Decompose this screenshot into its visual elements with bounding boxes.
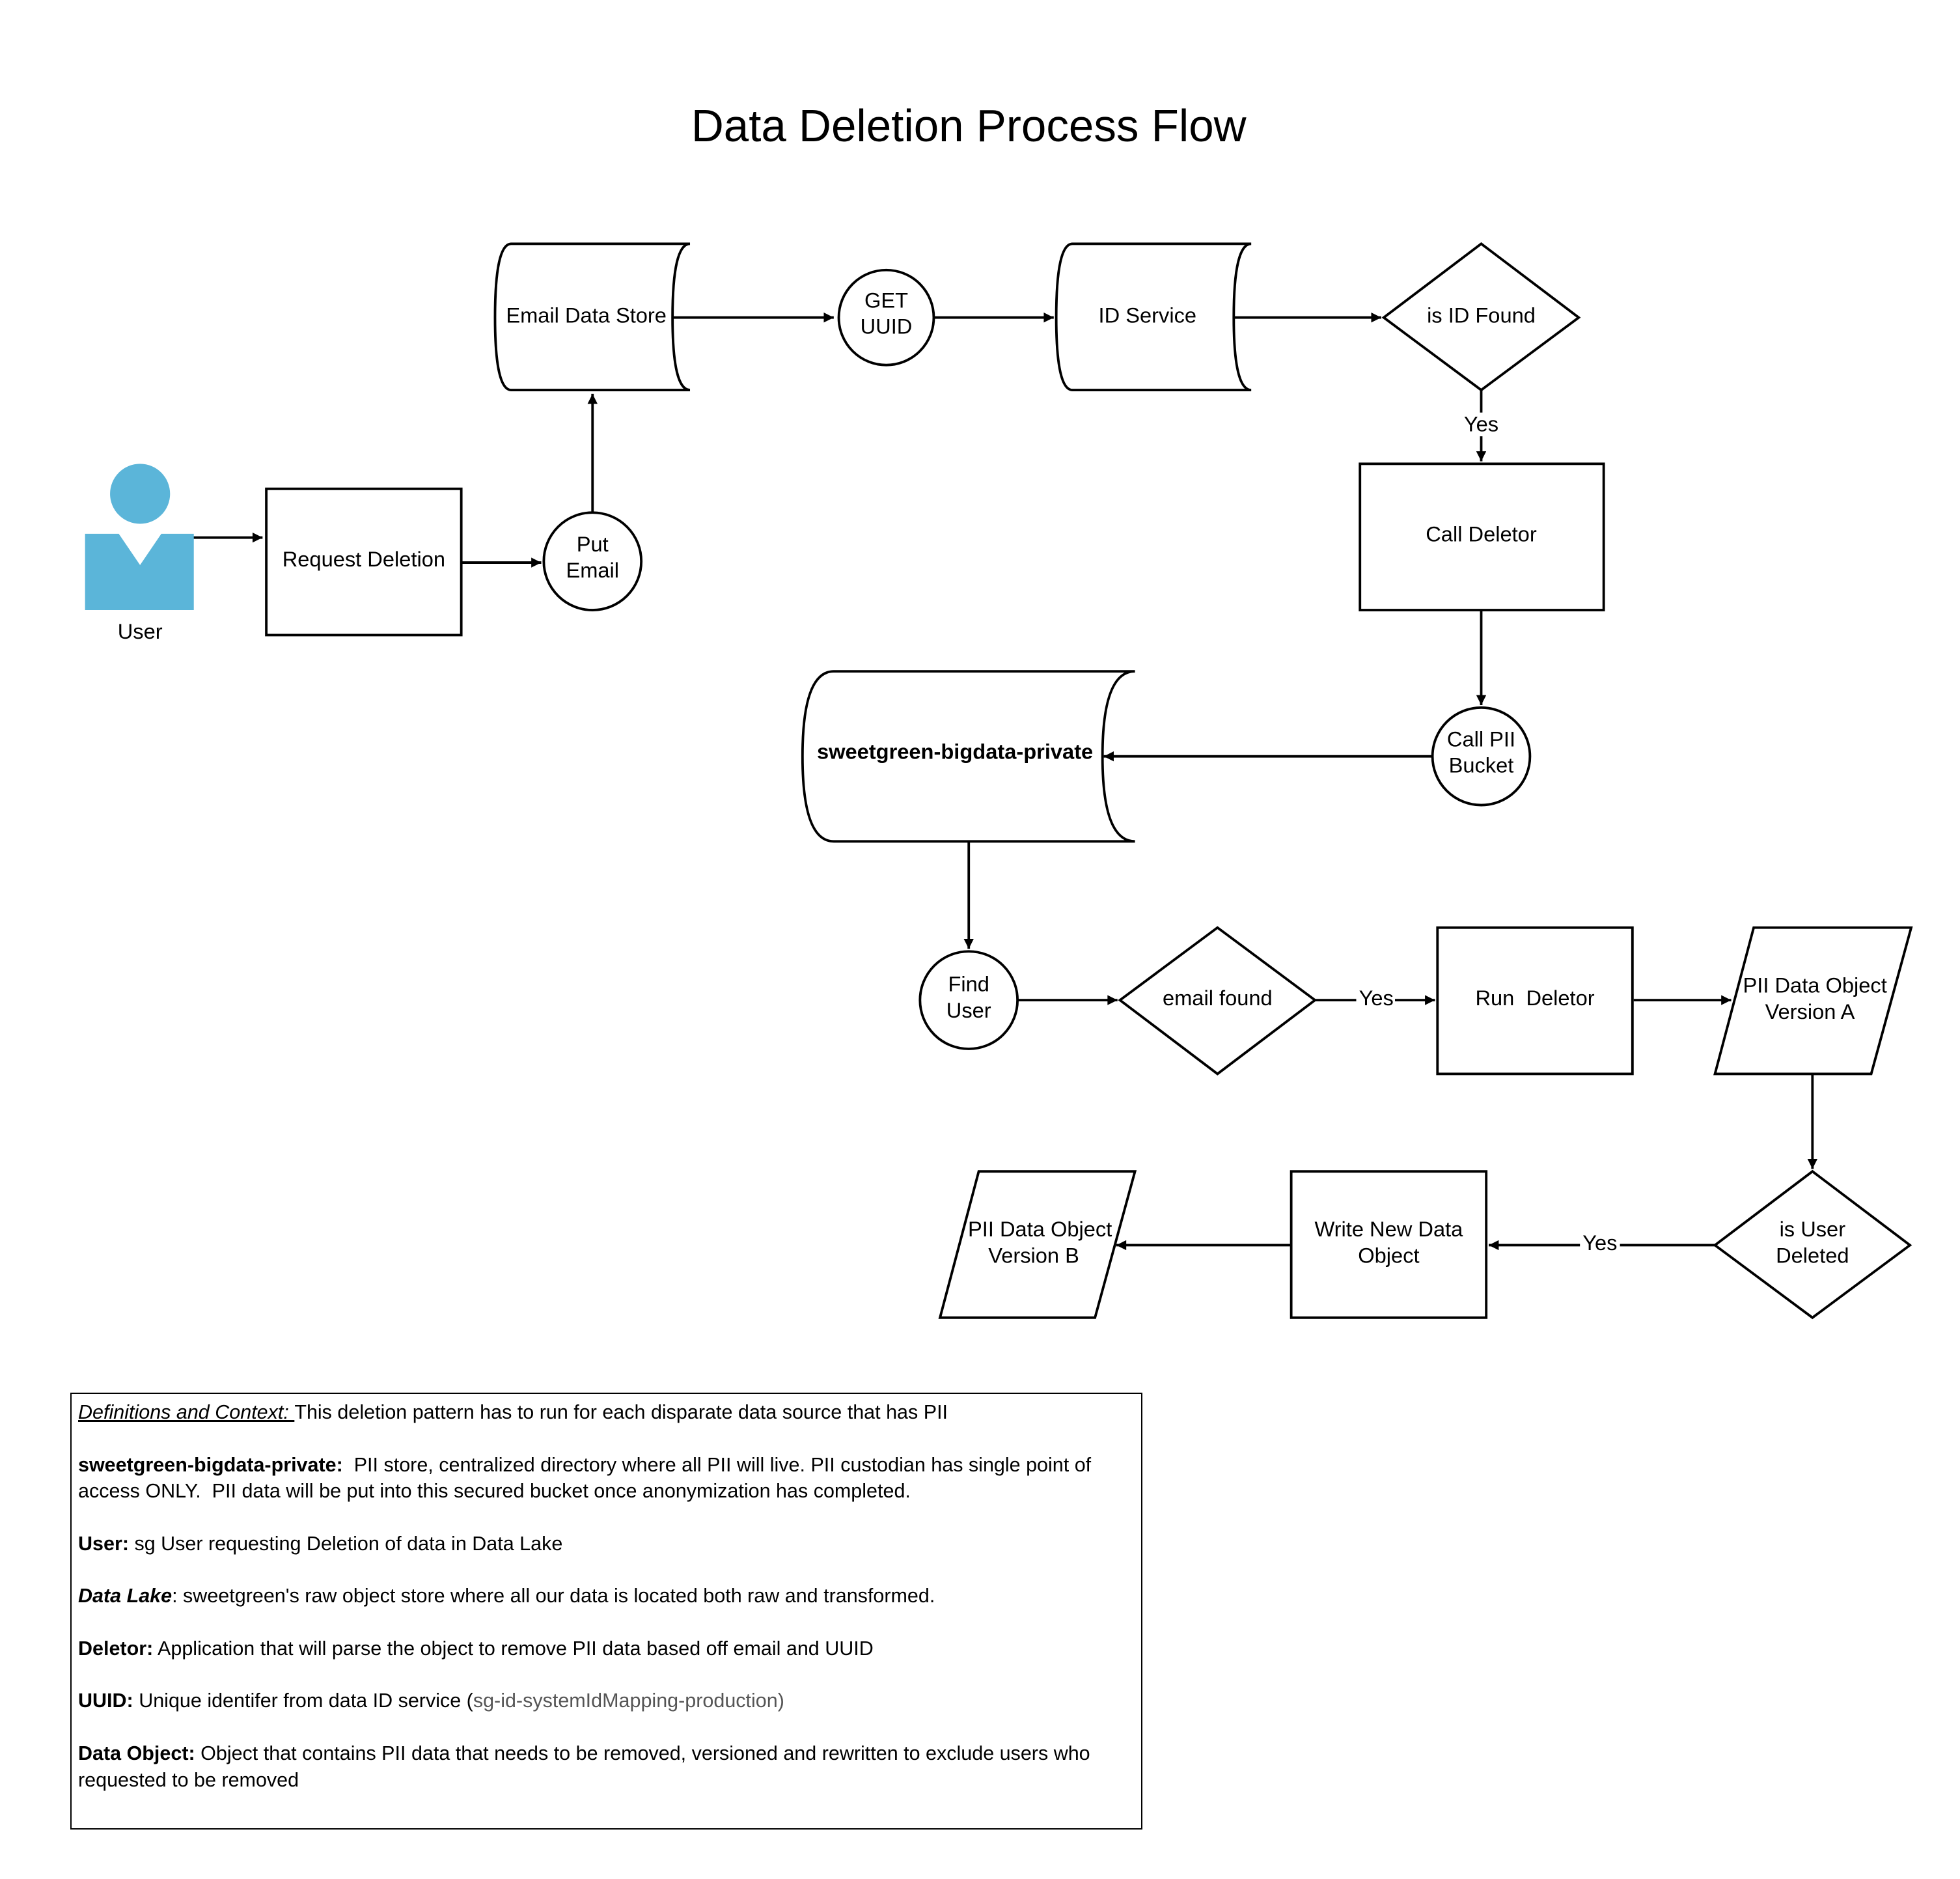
definition-text: PII store, centralized directory where a…: [78, 1453, 1097, 1503]
email-data-store: Email Data Store: [493, 242, 691, 392]
definition-term: sweetgreen-bigdata-private:: [78, 1453, 343, 1476]
definitions-intro-text: This deletion pattern has to run for eac…: [294, 1401, 948, 1423]
definition-data-object: Data Object: Object that contains PII da…: [78, 1740, 1135, 1793]
put-email-node: Put Email: [542, 511, 643, 611]
is-user-deleted-label-line-1: is User: [1780, 1217, 1846, 1241]
definition-term: Data Object:: [78, 1742, 195, 1764]
put-email-label-line-2: Email: [566, 558, 619, 582]
user-label: User: [118, 619, 163, 643]
email-found-label: email found: [1163, 986, 1273, 1010]
user-icon: [85, 464, 194, 611]
definition-data-lake: Data Lake: sweetgreen's raw object store…: [78, 1583, 1135, 1609]
request-deletion-box: Request Deletion: [265, 487, 463, 637]
write-new-object-box: Write New Data Object: [1290, 1170, 1488, 1319]
call-pii-bucket-label-line-2: Bucket: [1449, 753, 1514, 777]
is-user-deleted-decision: is User Deleted: [1713, 1169, 1912, 1320]
definition-text: Object that contains PII data that needs…: [78, 1742, 1090, 1791]
write-new-object-label-line-1: Write New Data: [1314, 1217, 1463, 1241]
find-user-label-line-2: User: [946, 998, 991, 1022]
definitions-heading: Definitions and Context:: [78, 1401, 295, 1423]
pii-object-b-label-line-2: Version B: [988, 1243, 1079, 1267]
definition-text: Application that will parse the object t…: [153, 1637, 874, 1660]
definition-text: : sweetgreen's raw object store where al…: [172, 1585, 935, 1608]
page-title: Data Deletion Process Flow: [691, 100, 1247, 151]
pii-object-b-data: PII Data Object Version B: [938, 1170, 1137, 1319]
is-user-deleted-label-line-2: Deleted: [1776, 1243, 1849, 1267]
definitions-panel: Definitions and Context: This deletion p…: [70, 1393, 1142, 1830]
call-deletor-box: Call Deletor: [1359, 462, 1605, 611]
pii-object-a-data: PII Data Object Version A: [1713, 926, 1913, 1076]
definition-table-name: sg-id-systemIdMapping-production): [473, 1690, 784, 1712]
email-data-store-label: Email Data Store: [506, 303, 667, 327]
definition-text: sg User requesting Deletion of data in D…: [128, 1532, 563, 1555]
get-uuid-label-line-2: UUID: [861, 314, 913, 339]
put-email-label-line-1: Put: [577, 532, 609, 556]
edge-label-id-found-yes: Yes: [1464, 411, 1498, 436]
definition-bigdata-private: sweetgreen-bigdata-private: PII store, c…: [78, 1452, 1135, 1505]
pii-object-a-label-line-1: PII Data Object: [1743, 973, 1887, 997]
get-uuid-node: GET UUID: [837, 268, 935, 367]
find-user-label-line-1: Find: [948, 972, 989, 996]
definition-term: User:: [78, 1532, 129, 1555]
definition-deletor: Deletor: Application that will parse the…: [78, 1635, 1135, 1662]
id-service-label: ID Service: [1099, 303, 1196, 327]
definition-term: UUID:: [78, 1690, 133, 1712]
definition-term: Data Lake: [78, 1585, 173, 1608]
is-id-found-label: is ID Found: [1427, 303, 1536, 327]
pii-object-b-label-line-1: PII Data Object: [968, 1217, 1112, 1241]
find-user-node: Find User: [918, 950, 1019, 1050]
pii-object-a-label-line-2: Version A: [1765, 999, 1855, 1023]
call-pii-bucket-label-line-1: Call PII: [1447, 727, 1515, 751]
write-new-object-label-line-2: Object: [1358, 1243, 1419, 1267]
email-found-decision: email found: [1118, 926, 1318, 1076]
definition-term: Deletor:: [78, 1637, 154, 1660]
definition-text: Unique identifer from data ID service (: [133, 1690, 473, 1712]
run-deletor-label: Run Deletor: [1475, 986, 1594, 1010]
run-deletor-box: Run Deletor: [1436, 926, 1634, 1076]
call-pii-bucket-node: Call PII Bucket: [1431, 706, 1532, 807]
definition-user: User: sg User requesting Deletion of dat…: [78, 1531, 1135, 1557]
edge-label-user-deleted-yes: Yes: [1582, 1231, 1617, 1255]
is-id-found-decision: is ID Found: [1381, 242, 1581, 392]
definitions-intro: Definitions and Context: This deletion p…: [78, 1399, 1135, 1426]
definition-uuid: UUID: Unique identifer from data ID serv…: [78, 1688, 1135, 1714]
bigdata-private-label: sweetgreen-bigdata-private: [817, 740, 1093, 764]
bigdata-private-store: sweetgreen-bigdata-private: [801, 670, 1135, 843]
request-deletion-label: Request Deletion: [283, 547, 445, 571]
edge-label-email-found-yes: Yes: [1359, 986, 1394, 1010]
id-service-store: ID Service: [1055, 242, 1252, 392]
get-uuid-label-line-1: GET: [864, 288, 908, 312]
call-deletor-label: Call Deletor: [1426, 522, 1537, 546]
